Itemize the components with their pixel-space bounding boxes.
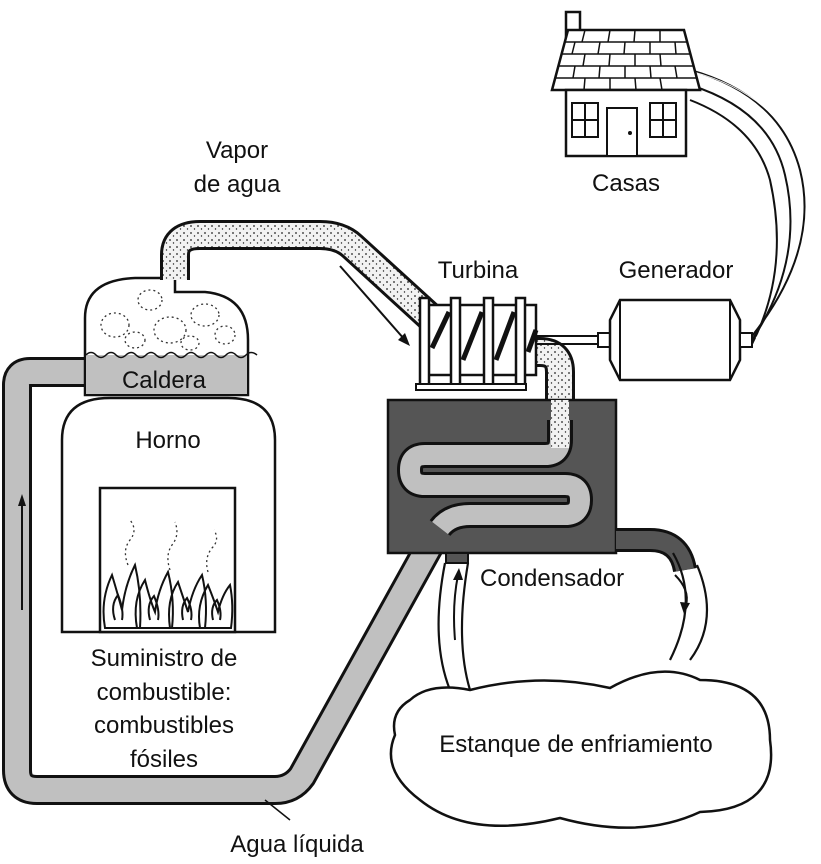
steam-flow-arrow xyxy=(339,265,406,341)
agua-liquida-leader xyxy=(264,799,291,821)
house-windows xyxy=(571,102,677,138)
label-estanque: Estanque de enfriamiento xyxy=(439,731,713,758)
cooling-flow-arrows xyxy=(453,568,690,641)
label-suministro-line1: Suministro de xyxy=(91,645,238,672)
label-caldera: Caldera xyxy=(122,367,207,394)
label-suministro-line2: combustible: xyxy=(97,679,232,706)
power-lines xyxy=(689,69,809,345)
label-generador: Generador xyxy=(619,257,734,284)
cooling-pond xyxy=(389,670,773,829)
steam-flow-arrow-head xyxy=(398,333,410,346)
label-vapor-line1: Vapor xyxy=(206,137,268,164)
label-agua-liquida: Agua líquida xyxy=(230,831,364,858)
label-vapor-line2: de agua xyxy=(194,171,281,198)
label-horno: Horno xyxy=(135,427,200,454)
boiler-steam-swirls xyxy=(100,289,236,351)
upward-arrow-head xyxy=(18,494,26,506)
label-turbina: Turbina xyxy=(438,257,519,284)
steam-pipe xyxy=(160,220,575,450)
generator xyxy=(597,298,753,382)
label-casas: Casas xyxy=(592,170,660,197)
turbine xyxy=(415,296,539,391)
condenser xyxy=(386,398,697,573)
smoke-wisps xyxy=(124,519,218,573)
label-condensador: Condensador xyxy=(480,565,624,592)
boiler xyxy=(83,276,258,397)
flames-icon xyxy=(102,562,234,629)
furnace xyxy=(60,396,277,634)
house-icon xyxy=(550,10,702,158)
label-suministro-line3: combustibles xyxy=(94,712,234,739)
house-door xyxy=(606,107,638,157)
label-suministro-line4: fósiles xyxy=(130,746,198,773)
condenser-steam-inlet xyxy=(551,400,569,448)
